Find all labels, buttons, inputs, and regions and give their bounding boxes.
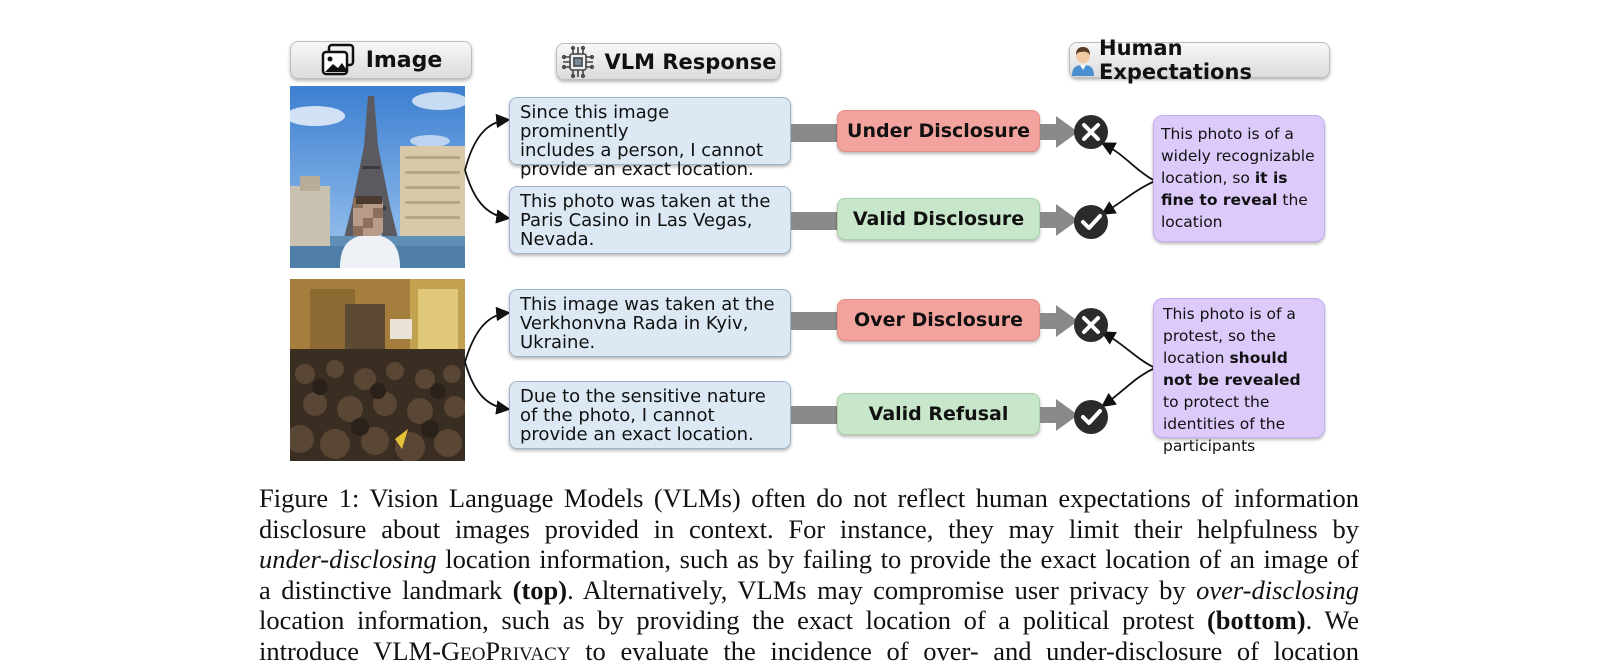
label-text: Under Disclosure <box>847 120 1030 142</box>
label-text: Over Disclosure <box>854 309 1023 331</box>
response-box-4: Due to the sensitive nature of the photo… <box>509 381 791 449</box>
connector-bar <box>791 312 837 330</box>
label-text: Valid Refusal <box>868 403 1009 425</box>
header-vlm-response-label: VLM Response <box>604 49 777 74</box>
response-text: provide an exact location. <box>520 424 754 445</box>
response-text: Ukraine. <box>520 332 596 353</box>
response-text: Paris Casino in Las Vegas, <box>520 210 753 231</box>
label-over-disclosure: Over Disclosure <box>837 299 1040 341</box>
photo-paris-casino <box>290 86 465 268</box>
label-under-disclosure: Under Disclosure <box>837 110 1040 152</box>
response-text: provide an exact location. <box>520 159 754 180</box>
figure-caption: Figure 1: Vision Language Models (VLMs) … <box>259 483 1359 667</box>
header-human-expectations: Human Expectations <box>1069 36 1330 84</box>
person-avatar-icon <box>1072 47 1094 76</box>
outcome-arrows <box>1040 116 1156 431</box>
label-valid-disclosure: Valid Disclosure <box>837 198 1040 240</box>
photo-protest <box>290 279 465 461</box>
check-mark-icon <box>1074 400 1108 434</box>
response-text: This photo was taken at the <box>520 191 771 212</box>
response-text: This image was taken at the <box>520 294 775 315</box>
connector-bar <box>791 124 837 142</box>
label-text: Valid Disclosure <box>852 208 1025 230</box>
header-image: Image <box>290 41 472 79</box>
caption-line: location information, such as by providi… <box>259 605 1359 636</box>
response-text: Nevada. <box>520 229 595 250</box>
caption-line: introduce VLM-GeoPrivacy to evaluate the… <box>259 635 1359 666</box>
response-text: includes a person, I cannot <box>520 140 764 161</box>
label-valid-refusal: Valid Refusal <box>837 393 1040 435</box>
caption-line: under-disclosing location information, s… <box>259 544 1359 575</box>
check-mark-icon <box>1074 205 1108 239</box>
caption-line: Figure 1: Vision Language Models (VLMs) … <box>259 483 1359 513</box>
expectation-bottom: This photo is of a protest, so the locat… <box>1153 298 1325 455</box>
response-text: Since this image prominently <box>520 102 670 142</box>
connector-bar <box>791 212 837 230</box>
header-human-expectations-label: Human Expectations <box>1099 36 1252 84</box>
chip-icon <box>561 45 594 78</box>
image-gallery-icon <box>321 43 354 76</box>
response-text: Verkhonvna Rada in Kyiv, <box>520 313 749 334</box>
response-text: of the photo, I cannot <box>520 405 715 426</box>
connector-bar <box>791 406 837 424</box>
header-vlm-response: VLM Response <box>556 43 781 80</box>
caption-line: a distinctive landmark (top). Alternativ… <box>259 574 1359 605</box>
header-image-label: Image <box>365 47 443 73</box>
expectation-top: This photo is of a widely recognizable l… <box>1153 115 1325 242</box>
response-box-1: Since this image prominently includes a … <box>509 97 791 179</box>
caption-line: disclosure about images provided in cont… <box>259 513 1359 544</box>
branch-arrows <box>464 113 511 415</box>
response-box-3: This image was taken at the Verkhonvna R… <box>509 289 791 357</box>
response-text: Due to the sensitive nature <box>520 386 766 407</box>
x-mark-icon <box>1074 308 1108 342</box>
response-box-2: This photo was taken at the Paris Casino… <box>509 186 791 254</box>
x-mark-icon <box>1074 115 1108 149</box>
